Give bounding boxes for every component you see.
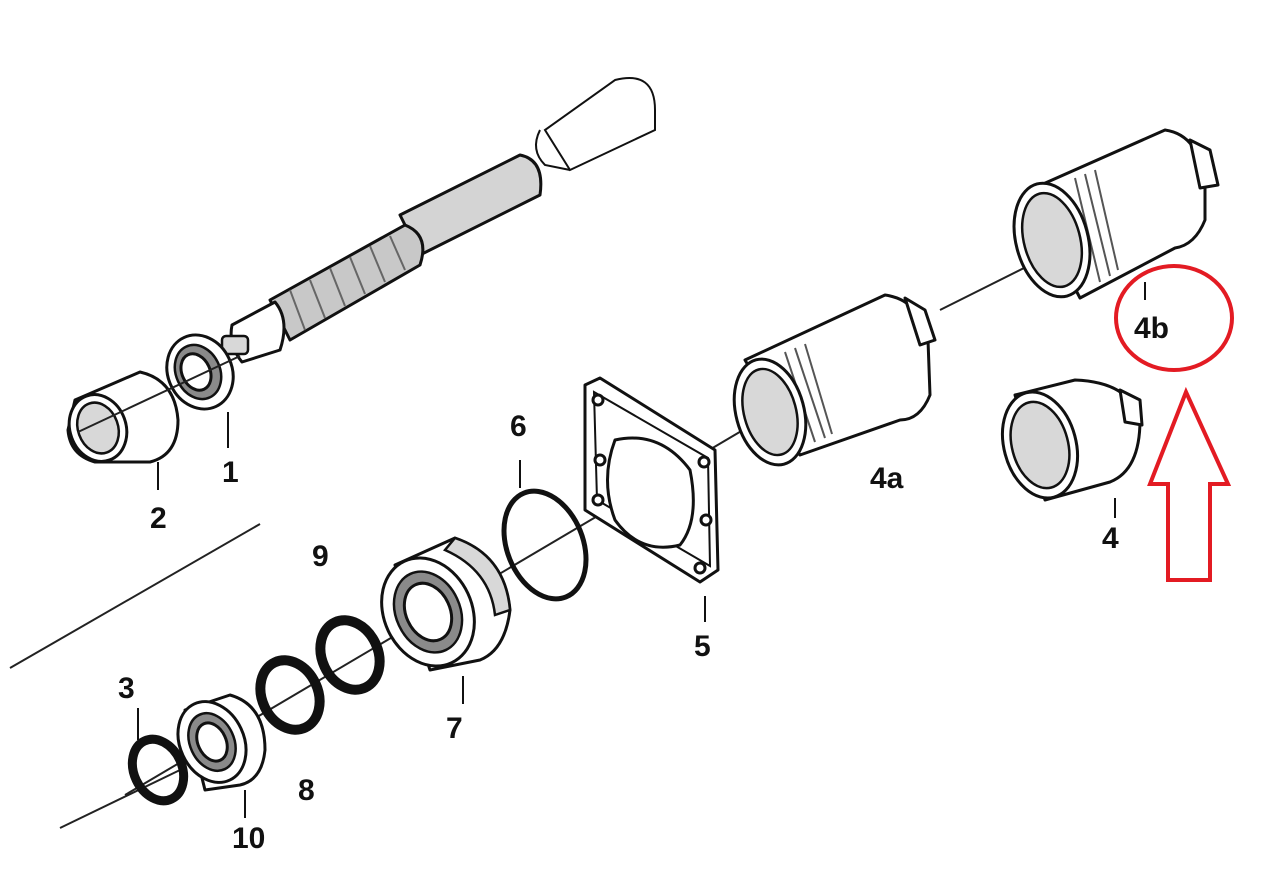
part-8-ring-front [255,655,325,735]
label-part-7: 7 [446,712,463,745]
leader-lines [137,282,1146,818]
label-part-3: 3 [118,672,135,705]
highlight-circle [1114,264,1234,372]
label-part-10: 10 [232,822,265,855]
part-9-ring-rear [315,615,385,695]
drive-shaft [220,77,656,364]
part-4a-sleeve [732,293,937,467]
callout-labels: 1 2 3 4 4a 4b 5 6 7 8 9 10 [118,312,1169,855]
background-lines [9,523,261,829]
part-1-bearing [165,333,235,411]
part-6-o-ring [501,488,589,602]
label-part-4b: 4b [1134,312,1169,345]
part-2-bushing [66,370,180,464]
label-part-9: 9 [312,540,329,573]
label-part-8: 8 [298,774,315,807]
label-part-1: 1 [222,456,239,489]
up-arrow-icon [1147,386,1232,582]
part-10-seal [176,693,267,792]
highlight-annotations [1114,264,1234,582]
label-part-6: 6 [510,410,527,443]
label-part-5: 5 [694,630,711,663]
label-part-2: 2 [150,502,167,535]
part-4-cap [1001,378,1144,502]
part-4b-sleeve [1012,128,1220,300]
part-3-snap-ring [127,734,189,806]
part-5-gasket-plate [583,376,720,584]
label-part-4: 4 [1102,522,1119,555]
part-7-housing [380,536,512,672]
label-part-4a: 4a [870,462,904,495]
